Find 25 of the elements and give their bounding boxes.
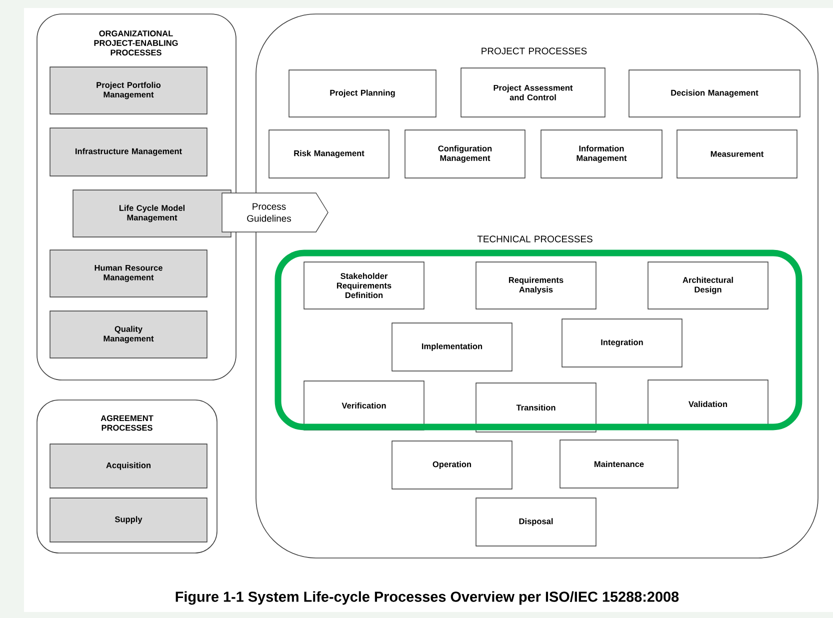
process-box: Measurement <box>676 130 798 178</box>
process-box: Architectural Design <box>648 262 768 310</box>
process-box: Information Management <box>540 130 662 178</box>
process-box: Project Portfolio Management <box>50 66 208 114</box>
process-box: Requirements Analysis <box>476 262 596 310</box>
process-box: Risk Management <box>268 130 390 178</box>
process-box: Maintenance <box>560 440 678 488</box>
process-box: Operation <box>392 440 512 490</box>
process-box: Acquisition <box>50 444 208 488</box>
process-box: Stakeholder Requirements Definition <box>304 262 424 310</box>
process-box: Project Assessment and Control <box>460 68 606 118</box>
process-box: Validation <box>648 380 768 428</box>
arrow-tag: Process Guidelines <box>222 192 328 232</box>
process-box: Decision Management <box>628 70 800 118</box>
process-box: Configuration Management <box>404 130 526 178</box>
process-box: Supply <box>50 498 208 542</box>
process-box: Human Resource Management <box>50 250 208 298</box>
process-box: Implementation <box>392 322 512 372</box>
process-box: Disposal <box>476 498 596 546</box>
process-box: Infrastructure Management <box>50 128 208 176</box>
process-box: Life Cycle Model Management <box>72 190 232 238</box>
process-box: Integration <box>562 318 682 368</box>
caption: Figure 1-1 System Life-cycle Processes Overview per ISO/IEC 15288:2008 <box>176 591 679 605</box>
process-box: Quality Management <box>50 310 208 358</box>
process-box: Project Planning <box>288 70 436 118</box>
